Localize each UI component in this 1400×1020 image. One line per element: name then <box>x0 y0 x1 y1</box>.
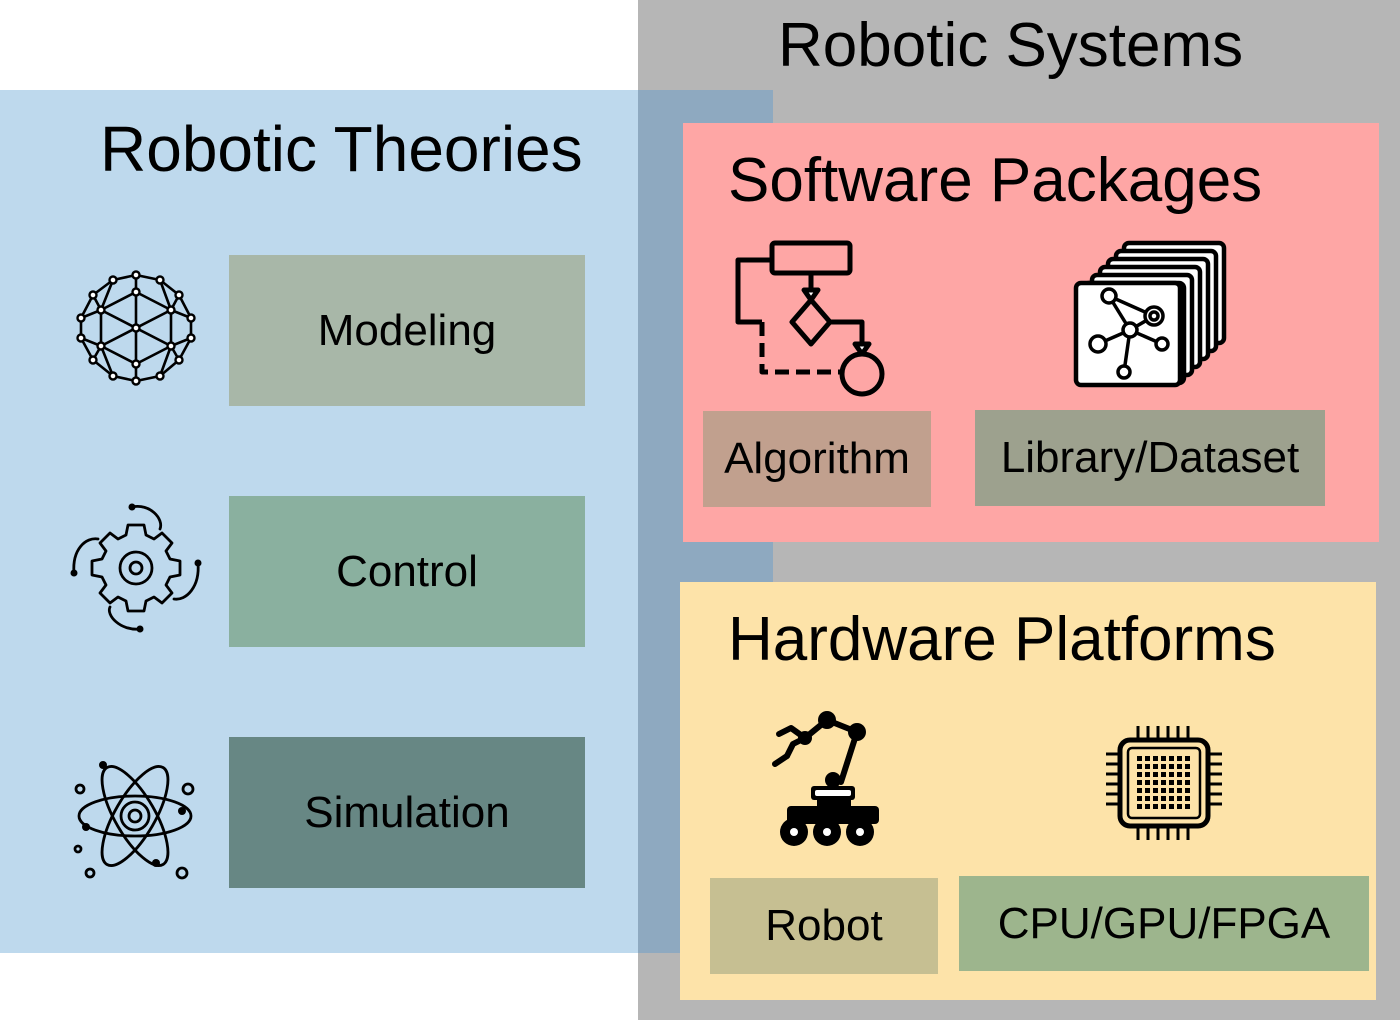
robot-arm-rover-icon <box>765 710 885 850</box>
atom-icon <box>72 755 200 881</box>
theories-title: Robotic Theories <box>100 113 583 185</box>
library-dataset-box: Library/Dataset <box>975 410 1325 506</box>
stacked-network-cards-icon <box>1072 240 1230 390</box>
robot-box: Robot <box>710 878 938 974</box>
systems-title: Robotic Systems <box>778 11 1244 80</box>
gear-cycle-icon <box>70 503 202 633</box>
control-box: Control <box>229 496 585 647</box>
cpu-gpu-fpga-box: CPU/GPU/FPGA <box>959 876 1369 971</box>
algorithm-box: Algorithm <box>703 411 931 507</box>
software-title: Software Packages <box>728 146 1263 215</box>
flowchart-icon <box>732 238 892 398</box>
geodesic-sphere-icon <box>76 270 198 386</box>
chip-icon <box>1104 724 1226 844</box>
simulation-box: Simulation <box>229 737 585 888</box>
modeling-box: Modeling <box>229 255 585 406</box>
hardware-title: Hardware Platforms <box>728 605 1276 674</box>
